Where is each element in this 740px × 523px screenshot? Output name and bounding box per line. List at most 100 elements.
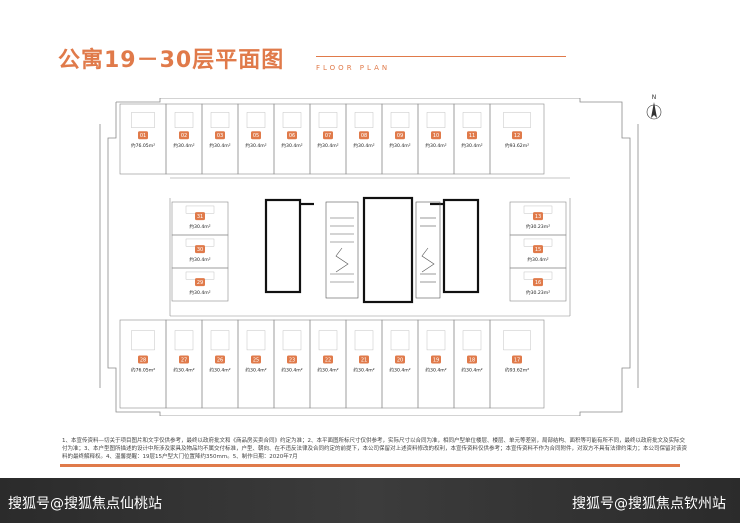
- unit-badge: [138, 355, 148, 364]
- unit-badge: [323, 131, 333, 140]
- unit-area: 约30.4m²: [389, 366, 410, 373]
- unit-number: 20: [397, 357, 403, 363]
- unit-badge: [533, 245, 543, 254]
- unit-area: 约30.4m²: [281, 366, 302, 373]
- unit-01: 01 约76.05m²: [119, 103, 167, 175]
- unit-badge: [195, 212, 205, 221]
- unit-area: 约30.23m²: [526, 223, 550, 230]
- unit-number: 08: [361, 133, 367, 139]
- north-label: N: [652, 94, 657, 101]
- unit-25: 25 约30.4m²: [237, 319, 275, 409]
- unit-number: 03: [217, 133, 223, 139]
- unit-number: 19: [433, 357, 439, 363]
- unit-area: 约76.05m²: [131, 366, 155, 373]
- unit-area: 约30.4m²: [245, 366, 266, 373]
- unit-number: 26: [217, 357, 223, 363]
- unit-15: 15 约30.4m²: [509, 234, 567, 269]
- unit-badge: [215, 355, 225, 364]
- unit-area: 约30.4m²: [173, 142, 194, 149]
- accent-bar: [60, 464, 680, 467]
- unit-number: 06: [289, 133, 295, 139]
- unit-area: 约76.05m²: [131, 142, 155, 149]
- unit-number: 25: [253, 357, 259, 363]
- corridor-lines: [169, 177, 571, 317]
- unit-08: 08 约30.4m²: [345, 103, 383, 175]
- unit-badge: [251, 355, 261, 364]
- unit-number: 09: [397, 133, 403, 139]
- unit-number: 13: [535, 214, 541, 220]
- unit-area: 约30.4m²: [209, 366, 230, 373]
- unit-number: 10: [433, 133, 439, 139]
- unit-area: 约30.4m²: [461, 142, 482, 149]
- page-subtitle: FLOOR PLAN: [316, 64, 391, 72]
- unit-badge: [359, 355, 369, 364]
- unit-badge: [287, 355, 297, 364]
- disclaimer-notes: 1、本宣传资料—切关于项目图片和文字仅供参考，最终以政府批文和《商品房买卖合同》…: [62, 438, 688, 460]
- unit-badge: [195, 278, 205, 287]
- unit-badge: [323, 355, 333, 364]
- unit-badge: [467, 355, 477, 364]
- unit-area: 约30.4m²: [209, 142, 230, 149]
- unit-number: 15: [535, 247, 541, 253]
- unit-badge: [533, 278, 543, 287]
- unit-number: 27: [181, 357, 187, 363]
- unit-number: 11: [469, 133, 475, 139]
- unit-17: 17 约93.62m²: [489, 319, 545, 409]
- unit-23: 23 约30.4m²: [273, 319, 311, 409]
- unit-area: 约30.4m²: [425, 366, 446, 373]
- unit-area: 约30.4m²: [189, 289, 210, 296]
- unit-number: 16: [535, 280, 541, 286]
- unit-11: 11 约30.4m²: [453, 103, 491, 175]
- unit-area: 约30.4m²: [353, 366, 374, 373]
- unit-area: 约30.23m²: [526, 289, 550, 296]
- unit-number: 17: [514, 357, 520, 363]
- unit-badge: [431, 131, 441, 140]
- unit-badge: [431, 355, 441, 364]
- core-walls: [264, 196, 480, 304]
- unit-16: 16 约30.23m²: [509, 267, 567, 302]
- unit-number: 23: [289, 357, 295, 363]
- unit-area: 约30.4m²: [189, 256, 210, 263]
- unit-badge: [138, 131, 148, 140]
- unit-area: 约30.4m²: [353, 142, 374, 149]
- building-outline: [99, 98, 639, 416]
- unit-badge: [179, 355, 189, 364]
- unit-badge: [467, 131, 477, 140]
- unit-badge: [287, 131, 297, 140]
- watermark-left: 搜狐号@搜狐焦点仙桃站: [8, 496, 162, 512]
- unit-badge: [359, 131, 369, 140]
- unit-area: 约30.4m²: [317, 366, 338, 373]
- unit-badge: [179, 131, 189, 140]
- unit-number: 29: [197, 280, 203, 286]
- unit-badge: [395, 355, 405, 364]
- unit-area: 约93.62m²: [505, 366, 529, 373]
- unit-19: 19 约30.4m²: [417, 319, 455, 409]
- unit-number: 01: [140, 133, 146, 139]
- unit-10: 10 约30.4m²: [417, 103, 455, 175]
- unit-badge: [512, 355, 522, 364]
- unit-09: 09 约30.4m²: [381, 103, 419, 175]
- unit-area: 约30.4m²: [527, 256, 548, 263]
- unit-area: 约93.62m²: [505, 142, 529, 149]
- unit-26: 26 约30.4m²: [201, 319, 239, 409]
- floor-plan: 01约76.05m²02约30.4m²03约30.4m²05约30.4m²06约…: [99, 98, 639, 416]
- unit-03: 03 约30.4m²: [201, 103, 239, 175]
- unit-badge: [215, 131, 225, 140]
- stair-cores: [325, 201, 441, 299]
- unit-area: 约30.4m²: [317, 142, 338, 149]
- watermark-right: 搜狐号@搜狐焦点钦州站: [572, 496, 726, 512]
- unit-area: 约30.4m²: [389, 142, 410, 149]
- unit-area: 约30.4m²: [425, 142, 446, 149]
- unit-20: 20 约30.4m²: [381, 319, 419, 409]
